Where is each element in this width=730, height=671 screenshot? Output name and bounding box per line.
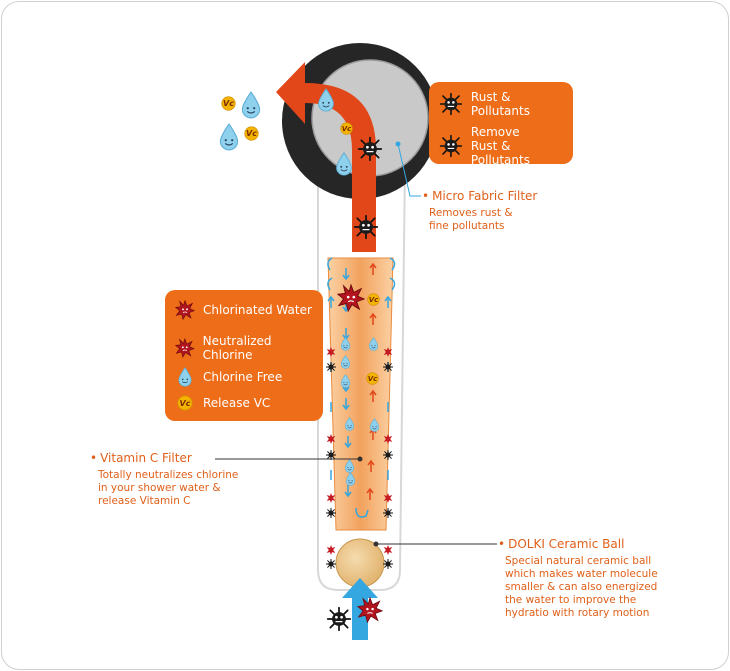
micro-fabric-title: Micro Fabric Filter (432, 189, 538, 203)
vitamin-c-title: Vitamin C Filter (100, 451, 192, 465)
legend-label: Rust & Pollutants (470, 90, 530, 118)
vitamin-c-icon: Vc (177, 395, 193, 411)
pollutant-bug-icon (357, 136, 383, 162)
legend-item-chlorinated-water: Chlorinated Water (175, 300, 312, 320)
annotation-desc-line: Special natural ceramic ball (505, 555, 652, 567)
annotation-desc-line: in your shower water & (98, 482, 221, 494)
micro-fabric-leader-line (395, 141, 421, 197)
rust-pollutant-icon (439, 92, 463, 116)
legend-label: Neutralized Chlorine (202, 334, 272, 362)
legend-label: Release VC (203, 396, 271, 410)
legend-item-remove-rust: Remove Rust & Pollutants (439, 125, 573, 167)
neutralized-chlorine-icon (175, 338, 195, 358)
vitamin-c-leader-line (215, 456, 363, 462)
vitamin-c-icon-text: Vc (369, 296, 379, 304)
ceramic-ball-annotation: •DOLKI Ceramic Ball Special natural cera… (498, 537, 658, 619)
filtered-water-flow-arrow (276, 62, 376, 252)
annotation-desc-line: the water to improve the (505, 594, 637, 606)
legend-item-rust-pollutants: Rust & Pollutants (439, 90, 573, 118)
water-drop-icon (219, 123, 239, 151)
legend-label: Chlorinated Water (203, 303, 312, 317)
legend-item-neutralized-chlorine: Neutralized Chlorine (175, 334, 323, 362)
annotation-desc-line: which makes water molecule (505, 568, 658, 580)
legend-pollutants: Rust & Pollutants Remove Rust & Pollutan… (429, 82, 573, 167)
ceramic-ball-leader-line (373, 541, 497, 547)
annotation-desc-line: smaller & can also energized (505, 581, 658, 593)
legend-label: Chlorine Free (203, 370, 283, 384)
cartridge-return-arrows (366, 262, 377, 500)
pollutant-bug-icon (353, 214, 379, 240)
vitamin-c-icon-text: Vc (368, 375, 378, 383)
vitamin-c-icon-text: Vc (246, 129, 257, 138)
ceramic-ball-title: DOLKI Ceramic Ball (508, 537, 625, 551)
svg-text:Vc: Vc (180, 399, 191, 408)
chlorinated-water-icon (175, 300, 195, 320)
micro-fabric-filter-annotation: •Micro Fabric Filter Removes rust & fine… (422, 189, 538, 232)
removed-rust-pollutant-icon (439, 134, 463, 158)
side-flow-arrows (327, 257, 396, 480)
pollutant-bug-icon (326, 606, 352, 632)
annotation-desc-line: release Vitamin C (98, 495, 191, 507)
water-inflow-arrow (342, 578, 378, 640)
vitamin-c-filter-annotation: •Vitamin C Filter Totally neutralizes ch… (90, 451, 239, 507)
vitamin-c-icon-text: Vc (342, 125, 352, 133)
annotation-desc-line: hydratio with rotary motion (505, 607, 650, 619)
annotation-desc-line: Removes rust & (429, 207, 513, 219)
legend-chlorine: Chlorinated Water Neutralized Chlorine C… (165, 290, 323, 421)
annotation-desc-line: fine pollutants (429, 220, 505, 232)
chlorine-free-drop-icon (177, 367, 193, 387)
vitamin-c-icon-text: Vc (223, 99, 234, 108)
legend-item-release-vc: Vc Release VC (177, 395, 270, 411)
water-drop-icon (241, 91, 261, 119)
annotation-desc-line: Totally neutralizes chlorine (98, 469, 239, 481)
legend-label: Remove Rust & Pollutants (470, 125, 530, 167)
legend-item-chlorine-free: Chlorine Free (177, 367, 282, 387)
